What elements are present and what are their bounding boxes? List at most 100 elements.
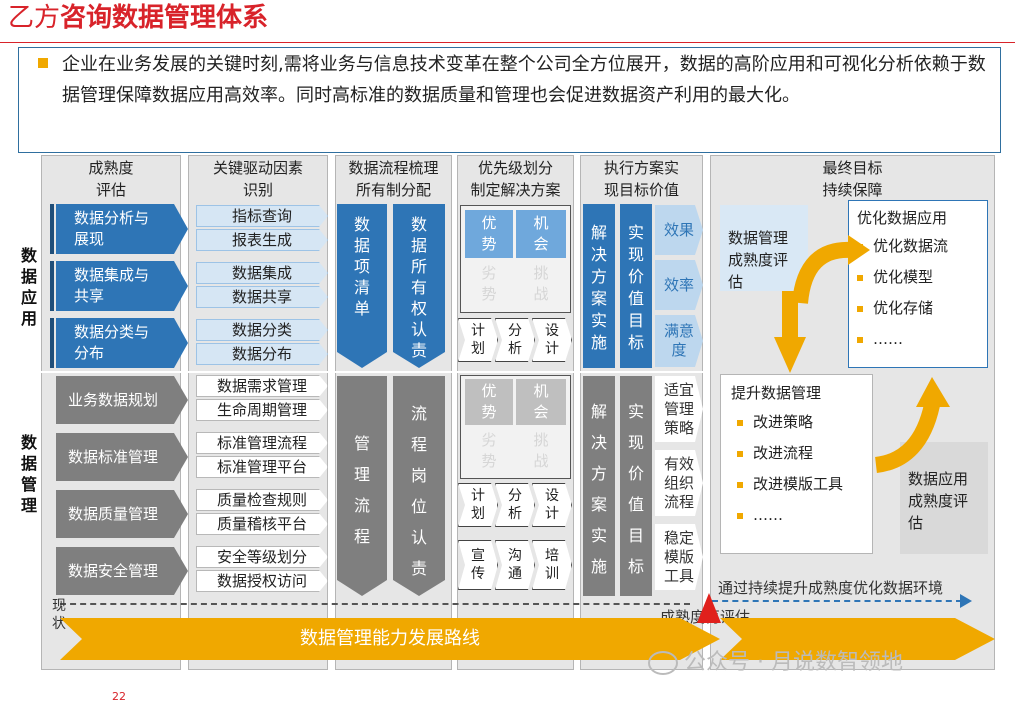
res-line: 组织 xyxy=(663,473,694,492)
col-head-goal: 最终目标 持续保障 xyxy=(710,157,995,201)
chev-line: 数据集成与 xyxy=(74,266,150,284)
step-char: 设 xyxy=(545,323,559,339)
optimize-item-label: 优化模型 xyxy=(873,268,934,286)
swot-char: 优 xyxy=(481,214,497,232)
driver-item: 数据集成 xyxy=(196,262,328,284)
current-dashed-line xyxy=(60,603,690,605)
step-char: 培 xyxy=(545,548,559,564)
swot-char: 优 xyxy=(481,382,497,400)
v-char: 实 xyxy=(590,526,607,545)
col-head-line: 持续保障 xyxy=(822,181,883,199)
intro-bullet-icon xyxy=(38,58,48,68)
col-head-priority: 优先级划分 制定解决方案 xyxy=(457,157,574,201)
v-char: 标 xyxy=(627,333,644,352)
goal-line: 估 xyxy=(728,273,744,291)
v-char: 案 xyxy=(590,495,607,514)
intro-box xyxy=(18,47,1001,153)
swot-strength: 优势 xyxy=(465,210,513,258)
res-line: 工具 xyxy=(663,566,694,585)
continuous-label: 通过持续提升成熟度优化数据环境 xyxy=(718,579,944,597)
col-head-line: 识别 xyxy=(242,181,273,199)
driver-item: 数据共享 xyxy=(196,286,328,308)
result-tools: 稳定模版工具 xyxy=(655,524,703,590)
arrow-head-icon xyxy=(916,377,950,407)
chevron-stripe xyxy=(50,204,54,254)
row-label-data-app: 数 据 应 用 xyxy=(14,245,44,329)
chev-line: 数据分析与 xyxy=(74,209,150,227)
current-char: 现 xyxy=(52,598,66,614)
row-label-char: 应 xyxy=(20,288,37,307)
chev-line: 分布 xyxy=(74,344,105,362)
execute-app-value: 实现价值目标 xyxy=(620,204,652,368)
col-head-drivers: 关键驱动因素 识别 xyxy=(188,157,328,201)
step-char: 通 xyxy=(508,566,522,582)
app-maturity-box: 数据应用 成熟度评 估 xyxy=(900,442,988,554)
col-head-process: 数据流程梳理 所有制分配 xyxy=(335,157,452,201)
optimize-item: 优化存储 xyxy=(857,293,979,324)
col-head-maturity: 成熟度 评估 xyxy=(41,157,181,201)
v-char: 责 xyxy=(410,341,427,360)
maturity-mgmt-planning: 业务数据规划 xyxy=(56,376,188,424)
arrow-head-icon xyxy=(848,235,870,265)
goal-line: 估 xyxy=(908,514,924,532)
step-char: 训 xyxy=(545,566,559,582)
v-char: 责 xyxy=(410,559,427,578)
wechat-icon xyxy=(648,651,678,675)
v-char: 据 xyxy=(410,236,427,255)
driver-item: 数据需求管理 xyxy=(196,375,328,397)
intro-text: 企业在业务发展的关键时刻,需将业务与信息技术变革在整个公司全方位展开，数据的高阶… xyxy=(62,54,986,106)
improve-item-label: 改进流程 xyxy=(753,444,814,462)
step-char: 计 xyxy=(471,488,485,504)
v-char: 数 xyxy=(353,215,370,234)
curve-arrow-up-icon xyxy=(874,403,940,473)
v-char: 项 xyxy=(353,257,370,276)
watermark: 公众号 · 月说数智领地 xyxy=(648,644,903,676)
arrow-shaft xyxy=(782,291,798,339)
maturity-mgmt-standard: 数据标准管理 xyxy=(56,433,188,481)
driver-item: 报表生成 xyxy=(196,229,328,251)
swot-char: 战 xyxy=(533,285,549,303)
row-label-char: 数 xyxy=(20,246,37,265)
swot-opportunity: 机会 xyxy=(516,379,566,425)
v-char: 现 xyxy=(627,245,644,264)
res-line: 度 xyxy=(671,341,687,359)
col-head-line: 现目标价值 xyxy=(603,181,679,199)
chevron-stripe xyxy=(50,261,54,311)
col-head-line: 最终目标 xyxy=(822,159,883,177)
v-char: 案 xyxy=(590,289,607,308)
res-line: 稳定 xyxy=(663,528,694,547)
res-line: 满意 xyxy=(663,322,694,340)
driver-item: 质量检查规则 xyxy=(196,489,328,511)
swot-char: 战 xyxy=(533,452,549,470)
step-char: 计 xyxy=(471,323,485,339)
v-char: 清 xyxy=(353,278,370,297)
bullet-icon xyxy=(857,305,863,312)
arrow-right-icon xyxy=(960,594,972,608)
driver-item: 生命周期管理 xyxy=(196,399,328,421)
watermark-text: 公众号 · 月说数智领地 xyxy=(684,650,903,675)
v-char: 解 xyxy=(590,223,607,242)
red-marker-icon xyxy=(697,593,721,623)
v-char: 权 xyxy=(410,299,427,318)
goal-maturity-box: 数据管理 成熟度评 估 xyxy=(720,205,808,291)
v-char: 方 xyxy=(590,267,607,286)
v-char: 理 xyxy=(353,465,370,484)
swot-char: 挑 xyxy=(533,264,549,282)
v-char: 数 xyxy=(410,215,427,234)
maturity-mgmt-quality: 数据质量管理 xyxy=(56,490,188,538)
v-char: 目 xyxy=(627,526,644,545)
res-line: 管理 xyxy=(663,399,694,418)
step-char: 析 xyxy=(508,341,522,357)
row-label-char: 据 xyxy=(20,454,37,473)
swot-char: 势 xyxy=(481,403,497,421)
row-label-char: 用 xyxy=(20,309,37,328)
improve-title: 提升数据管理 xyxy=(731,384,822,402)
curve-arrow-icon xyxy=(792,241,853,304)
arrow-down-icon xyxy=(774,295,806,373)
row-label-char: 数 xyxy=(20,433,37,452)
col-head-line: 执行方案实 xyxy=(603,159,679,177)
goal-line: 成熟度评 xyxy=(728,251,789,269)
v-char: 决 xyxy=(590,433,607,452)
col-head-line: 所有制分配 xyxy=(355,181,431,199)
step-char: 计 xyxy=(545,341,559,357)
